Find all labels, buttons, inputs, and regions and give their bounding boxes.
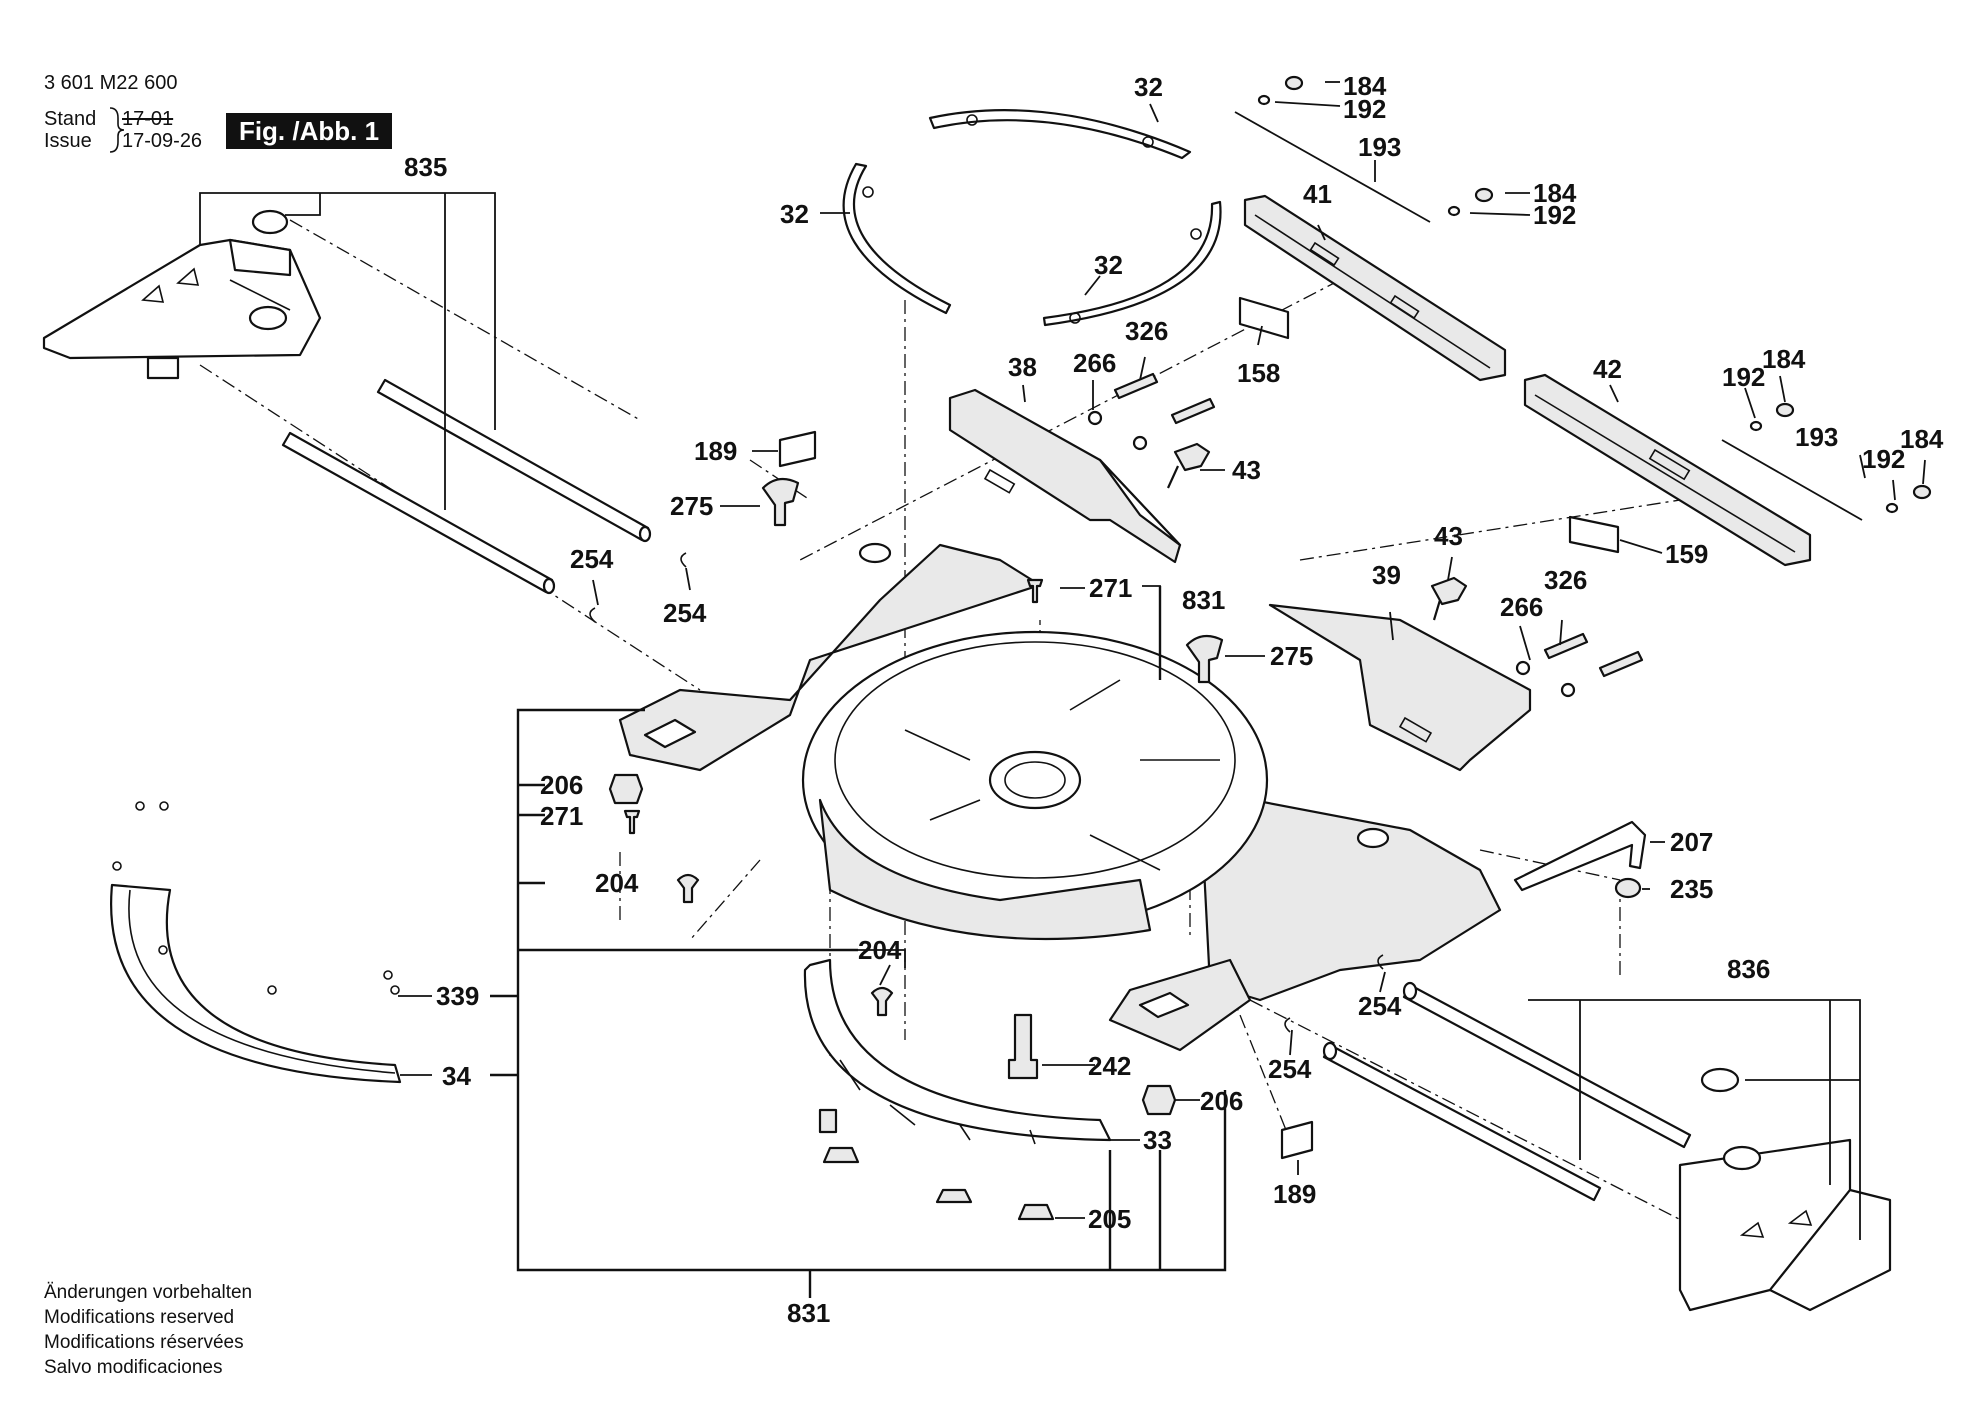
stand-value: 17-01 <box>122 108 174 130</box>
callout-193-b: 193 <box>1795 422 1838 452</box>
callout-836: 836 <box>1727 954 1770 984</box>
callout-206-b: 206 <box>1200 1086 1243 1116</box>
note-french: Modifications réservées <box>44 1332 244 1353</box>
callout-38: 38 <box>1008 352 1037 382</box>
callout-39: 39 <box>1372 560 1401 590</box>
callout-32-left: 32 <box>780 199 809 229</box>
callout-32-right: 32 <box>1094 250 1123 280</box>
miter-scale <box>110 883 402 1084</box>
label-159 <box>1568 515 1620 554</box>
callout-42: 42 <box>1593 354 1622 384</box>
figure-label: Fig. /Abb. 1 <box>226 113 392 149</box>
issue-value: 17-09-26 <box>122 130 203 152</box>
callout-207: 207 <box>1670 827 1713 857</box>
callout-159: 159 <box>1665 539 1708 569</box>
callout-33: 33 <box>1143 1125 1172 1155</box>
callout-193-a: 193 <box>1358 132 1401 162</box>
callout-275-a: 275 <box>670 491 713 521</box>
callout-235: 235 <box>1670 874 1713 904</box>
callout-266-a: 266 <box>1073 348 1116 378</box>
stand-label: Stand <box>44 108 97 130</box>
callout-34: 34 <box>442 1061 471 1091</box>
footer-notes: Änderungen vorbehalten Modifications res… <box>44 1280 252 1380</box>
rod-193-b <box>1721 439 1863 521</box>
callout-184-b: 184 <box>1533 178 1577 208</box>
callout-184-a: 184 <box>1343 71 1387 101</box>
fence-41 <box>1243 194 1507 382</box>
note-english: Modifications reserved <box>44 1307 235 1328</box>
callout-158: 158 <box>1237 358 1280 388</box>
callout-254-c: 254 <box>1358 991 1402 1021</box>
callout-254-b: 254 <box>663 598 707 628</box>
leader-lines <box>199 81 1926 1240</box>
callout-184-c: 184 <box>1762 344 1806 374</box>
callout-254-d: 254 <box>1268 1054 1312 1084</box>
callout-32-top: 32 <box>1134 72 1163 102</box>
callout-271-a: 271 <box>1089 573 1132 603</box>
assembly-brackets <box>490 586 1227 1298</box>
sub-fence-38 <box>948 388 1182 564</box>
callout-206-a: 206 <box>540 770 583 800</box>
callout-43-a: 43 <box>1232 455 1261 485</box>
callout-192-b: 192 <box>1533 200 1576 230</box>
callout-326-a: 326 <box>1125 316 1168 346</box>
right-table-extension <box>1678 1067 1892 1312</box>
fence-42 <box>1523 373 1812 567</box>
callout-275-b: 275 <box>1270 641 1313 671</box>
callout-831-b: 831 <box>787 1298 830 1328</box>
callout-189-a: 189 <box>694 436 737 466</box>
scale-screws <box>112 801 400 995</box>
callout-189-b: 189 <box>1273 1179 1316 1209</box>
callout-242: 242 <box>1088 1051 1131 1081</box>
callout-192-c: 192 <box>1722 362 1765 392</box>
main-base <box>618 542 1502 1052</box>
issue-label: Issue <box>44 130 92 152</box>
callout-831-a: 831 <box>1182 585 1225 615</box>
callout-204-b: 204 <box>858 935 902 965</box>
callout-254-a: 254 <box>570 544 614 574</box>
detent-plate <box>803 958 1112 1145</box>
note-spanish: Salvo modificaciones <box>44 1357 223 1378</box>
left-table-extension <box>42 209 322 380</box>
small-parts <box>589 75 1932 1221</box>
callout-205: 205 <box>1088 1204 1131 1234</box>
callout-192-a: 192 <box>1343 94 1386 124</box>
rod-193-a <box>1234 111 1431 223</box>
note-german: Änderungen vorbehalten <box>44 1282 253 1303</box>
label-158 <box>1238 296 1290 340</box>
callout-41: 41 <box>1303 179 1332 209</box>
callout-labels: 835 32 32 32 184 192 193 184 192 41 158 … <box>404 71 1944 1328</box>
callout-266-b: 266 <box>1500 592 1543 622</box>
callout-271-b: 271 <box>540 801 583 831</box>
callout-192-d: 192 <box>1862 444 1905 474</box>
stand-issue-brace <box>109 107 125 153</box>
callout-326-b: 326 <box>1544 565 1587 595</box>
callout-339: 339 <box>436 981 479 1011</box>
callout-184-d: 184 <box>1900 424 1944 454</box>
guard-arc-rings <box>842 109 1222 327</box>
callout-43-b: 43 <box>1434 521 1463 551</box>
turntable <box>801 630 1269 941</box>
callout-835: 835 <box>404 152 447 182</box>
sub-fence-39 <box>1268 603 1532 772</box>
document-number: 3 601 M22 600 <box>44 72 178 94</box>
right-guide-rods <box>1322 981 1692 1202</box>
callout-204-a: 204 <box>595 868 639 898</box>
